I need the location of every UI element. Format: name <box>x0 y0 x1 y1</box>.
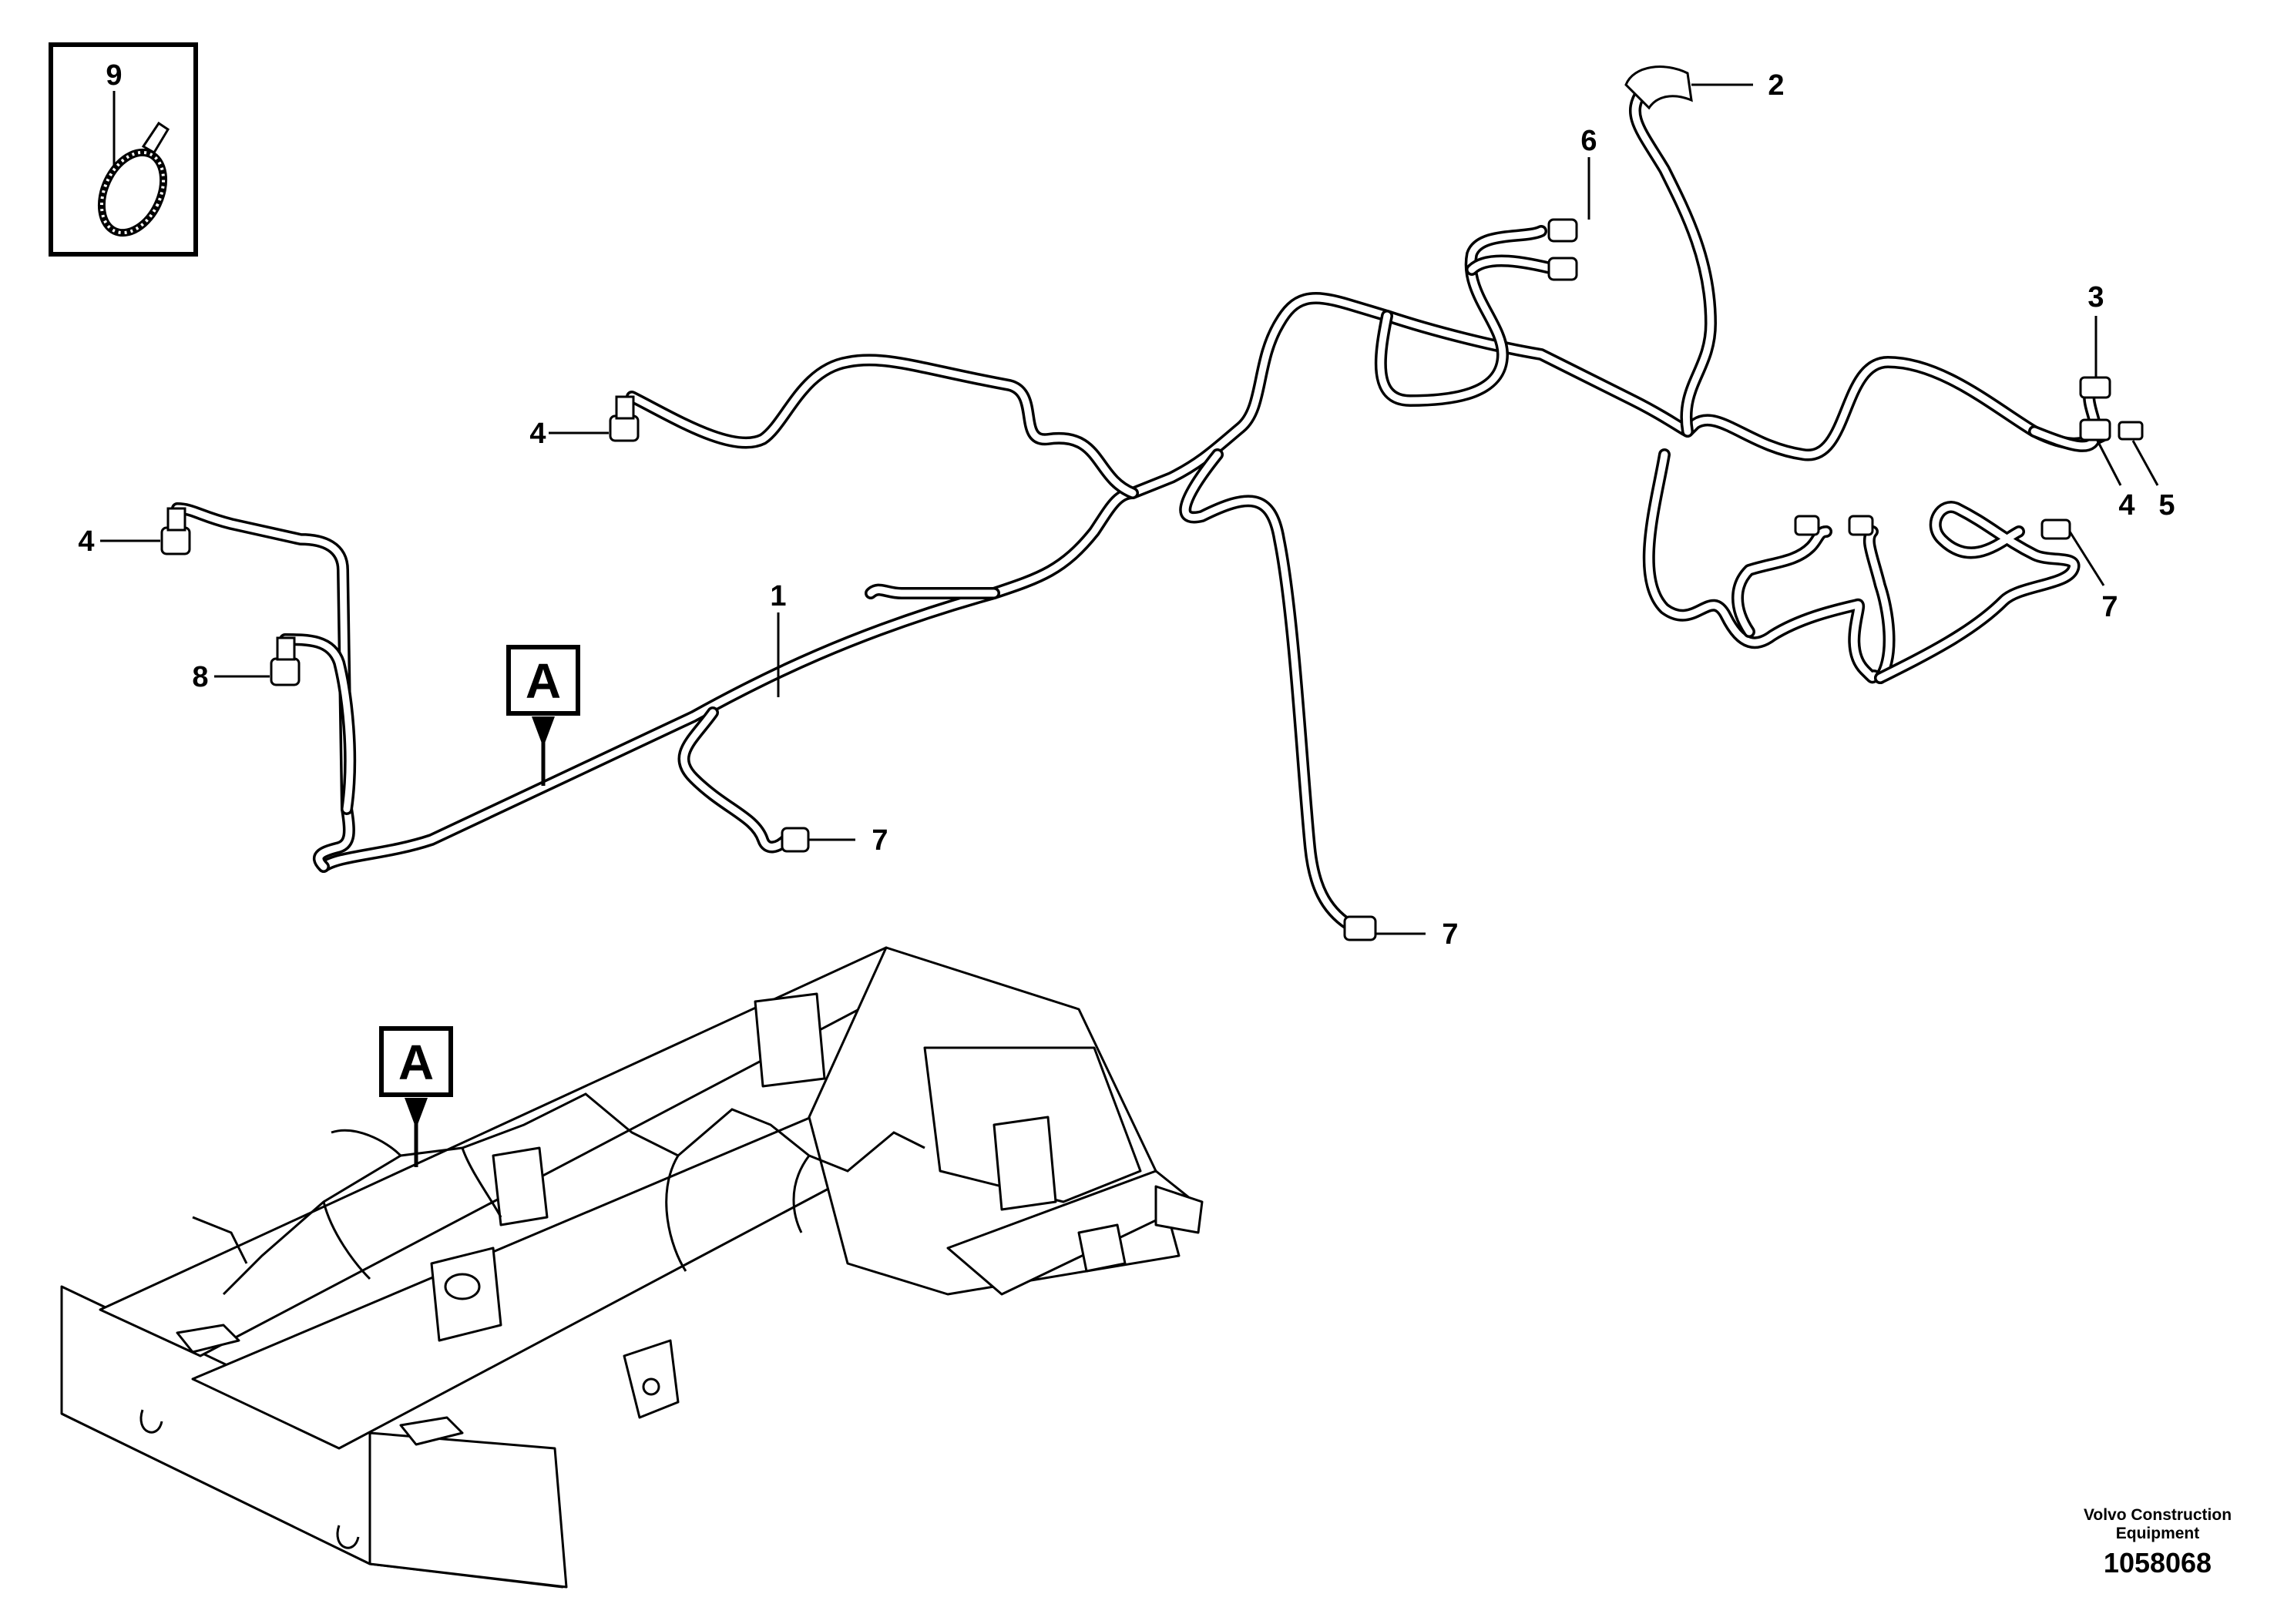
connector-4-right <box>2079 418 2111 441</box>
callout-1: 1 <box>770 580 786 612</box>
callouts: 1 2 3 4 4 4 5 6 7 7 7 8 <box>78 69 2175 951</box>
view-marker-a-lower: A <box>379 1026 453 1167</box>
connector-7-left <box>781 827 810 853</box>
connector-4-top <box>609 395 640 442</box>
callout-5: 5 <box>2158 489 2175 522</box>
connector-4-left <box>160 507 191 555</box>
svg-text:A: A <box>398 1035 434 1090</box>
inset-cable-tie: 9 <box>49 42 198 257</box>
callout-6: 6 <box>1580 125 1597 157</box>
callout-2: 2 <box>1768 69 1784 102</box>
svg-text:A: A <box>526 653 561 709</box>
footer-block: Volvo Construction Equipment 1058068 <box>2057 1506 2258 1580</box>
callout-8: 8 <box>192 661 208 693</box>
callout-3: 3 <box>2087 281 2104 314</box>
view-marker-a-upper: A <box>506 645 580 786</box>
callout-4-left: 4 <box>78 525 94 558</box>
connector-3 <box>2079 376 2111 399</box>
wiring-harness <box>160 65 2144 941</box>
connector-8 <box>270 636 301 686</box>
machine-frame <box>60 946 1204 1589</box>
callout-9: 9 <box>106 59 122 92</box>
connector-5 <box>2118 421 2144 441</box>
callout-7-bottom: 7 <box>1442 918 1458 951</box>
cable-tie-icon <box>97 121 170 237</box>
brand-name-line2: Equipment <box>2115 1525 2200 1542</box>
callout-7-right: 7 <box>2101 591 2118 623</box>
callout-7-left: 7 <box>872 824 888 857</box>
connector-7-bottom <box>1343 915 1377 941</box>
connector-lower-cluster <box>1794 515 1874 536</box>
drawing-number: 1058068 <box>2103 1547 2212 1579</box>
connector-6 <box>1547 218 1578 281</box>
brand-name: Volvo Construction <box>2083 1506 2232 1524</box>
connector-2 <box>1624 65 1693 110</box>
callout-4-top: 4 <box>529 418 546 450</box>
callout-4-right: 4 <box>2118 489 2134 522</box>
connector-7-right <box>2040 518 2071 540</box>
